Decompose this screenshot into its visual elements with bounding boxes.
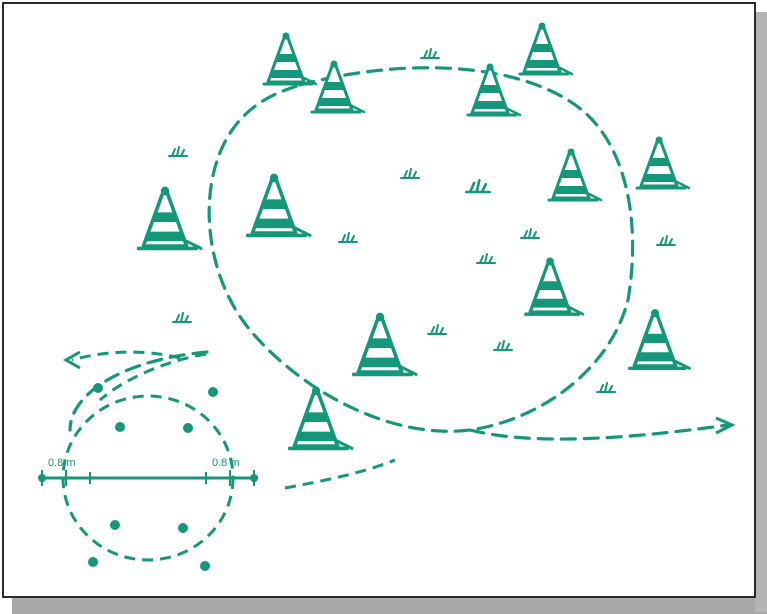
scale-label-left: 0.8 m (48, 457, 76, 469)
ground-dot-icon (178, 523, 188, 533)
ground-dot-icon (93, 383, 103, 393)
ground-dot-icon (200, 561, 210, 571)
frame-shadow-side (755, 12, 767, 612)
ground-dot-icon (110, 520, 120, 530)
ground-dot-icon (208, 387, 218, 397)
ground-dot-icon (115, 422, 125, 432)
frame-shadow (12, 598, 767, 614)
scale-end-dot (38, 474, 46, 482)
ground-dot-icon (88, 557, 98, 567)
frame-border (3, 3, 755, 597)
scale-label-right: 0.8 m (212, 457, 240, 469)
ground-dot-icon (183, 423, 193, 433)
scale-end-dot (250, 474, 258, 482)
